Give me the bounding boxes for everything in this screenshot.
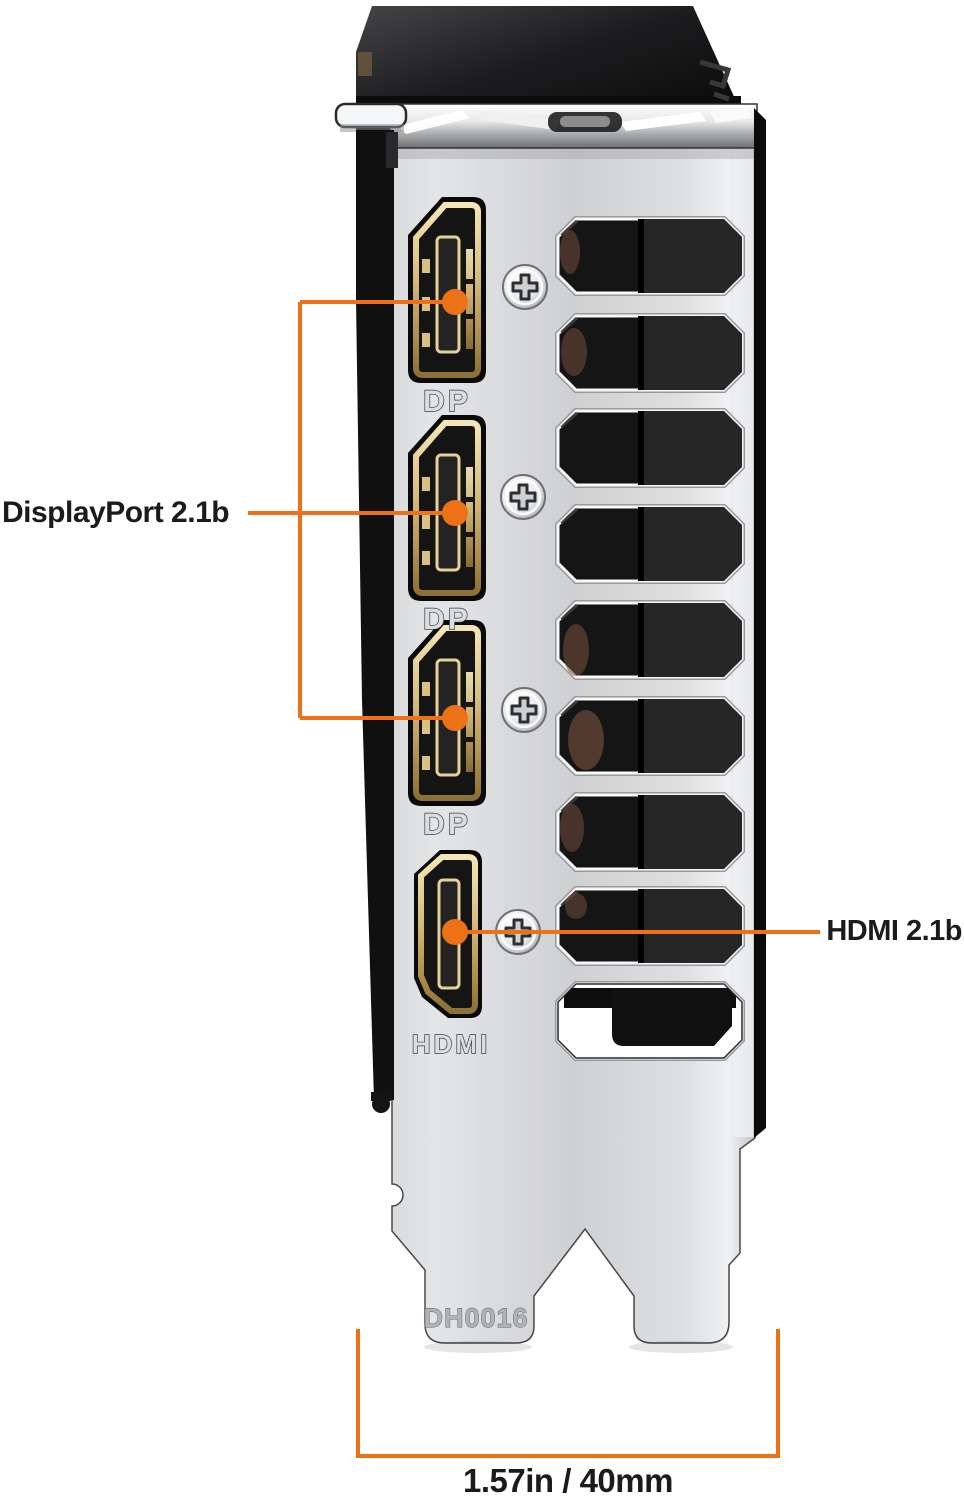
phillips-screw-2: [499, 473, 547, 521]
foot-shadow: [424, 1341, 532, 1353]
rail-slot-pin: [560, 116, 610, 127]
bracket-top-rail: [334, 102, 758, 149]
serial-stamp: DH0016: [423, 1303, 528, 1333]
dp3-stamp-label: DP: [423, 808, 471, 841]
pcb-edge-detail: [358, 52, 372, 76]
hdmi-label: HDMI 2.1b: [826, 915, 962, 947]
card-left-edge: [356, 130, 398, 1113]
vent-slot-open: [558, 984, 742, 1058]
heatsink-reflections: [560, 230, 604, 919]
displayport-callout-lines: [248, 300, 455, 720]
dimension-label: 1.57in / 40mm: [463, 1462, 673, 1499]
card-right-edge: [754, 108, 766, 1138]
mounting-tab: [334, 102, 408, 132]
vent-slot: [558, 507, 742, 581]
vent-slot: [558, 219, 742, 293]
phillips-screw-3: [500, 686, 548, 734]
displayport-callout-dots: [442, 289, 468, 731]
dimension-bracket: [356, 1329, 780, 1458]
vent-slot: [558, 795, 742, 869]
foot-shadow: [629, 1341, 733, 1353]
phillips-screw-1: [501, 263, 549, 311]
hdmi-stamp-label: HDMI: [412, 1029, 490, 1059]
hdmi-callout-line: [442, 919, 820, 945]
displayport-label: DisplayPort 2.1b: [2, 496, 230, 529]
displayport-port-1: [408, 197, 486, 383]
dp1-stamp-label: DP: [423, 385, 471, 418]
body-emboss-detail: [699, 59, 732, 102]
dp2-stamp-label: DP: [423, 603, 471, 636]
vent-slot: [558, 411, 742, 485]
